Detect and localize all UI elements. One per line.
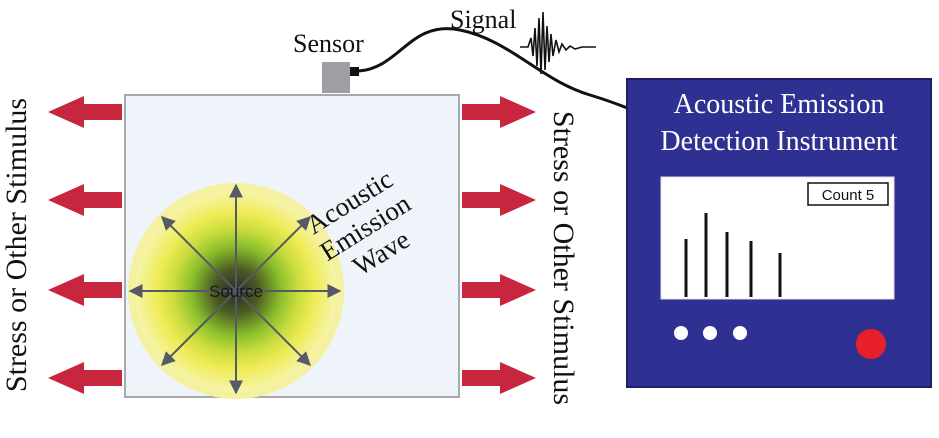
- stress-arrow-left-1: [48, 96, 122, 128]
- wave-arrow-up-right: [235, 216, 311, 292]
- stress-arrow-left-4: [48, 362, 122, 394]
- stress-arrow-left-3: [48, 274, 122, 306]
- instrument-title-line1: Acoustic Emission: [674, 89, 885, 120]
- hit-bars: [684, 213, 782, 297]
- stress-arrows-left: [48, 96, 122, 394]
- sensor-body: [322, 62, 350, 93]
- stress-arrows-right: [462, 96, 536, 394]
- stress-label-right: Stress or Other Stimulus: [547, 111, 580, 405]
- stress-arrow-right-1: [462, 96, 536, 128]
- signal-label: Signal: [450, 5, 516, 34]
- stress-arrow-right-4: [462, 362, 536, 394]
- wave-arrow-up-left: [161, 216, 237, 292]
- stress-arrow-left-2: [48, 184, 122, 216]
- instrument-button[interactable]: [674, 326, 688, 340]
- wave-arrow-down-left: [161, 290, 237, 366]
- sensor: [322, 62, 359, 93]
- sensor-connector: [350, 67, 359, 76]
- stress-arrow-right-2: [462, 184, 536, 216]
- sensor-label: Sensor: [293, 29, 364, 58]
- instrument-title-line2: Detection Instrument: [660, 126, 897, 157]
- instrument-button[interactable]: [703, 326, 717, 340]
- indicator-light: [856, 329, 886, 359]
- source-label: Source: [209, 282, 263, 301]
- detection-instrument: Acoustic Emission Detection Instrument C…: [626, 78, 932, 388]
- instrument-button[interactable]: [733, 326, 747, 340]
- count-label: Count 5: [822, 187, 875, 204]
- count-box: Count 5: [807, 182, 889, 206]
- wave-arrows: [128, 183, 342, 395]
- signal-waveform: [520, 11, 596, 75]
- stress-label-left: Stress or Other Stimulus: [0, 98, 33, 392]
- stress-arrow-right-3: [462, 274, 536, 306]
- sensor-cable: [358, 27, 631, 111]
- wave-arrow-down-right: [235, 290, 311, 366]
